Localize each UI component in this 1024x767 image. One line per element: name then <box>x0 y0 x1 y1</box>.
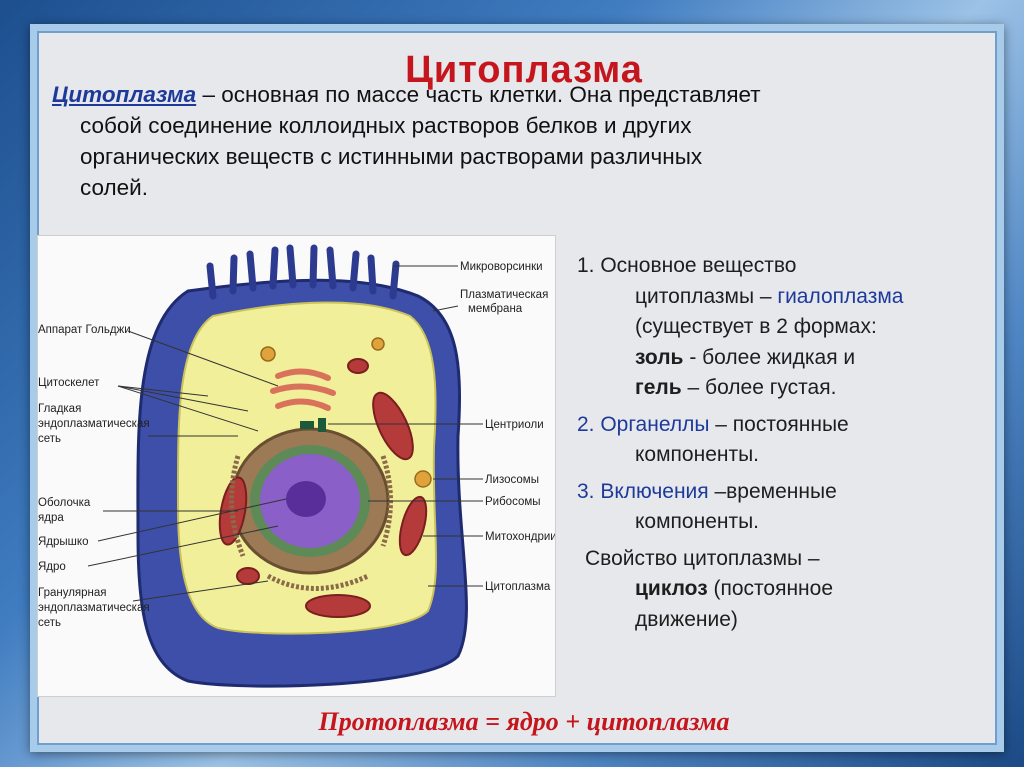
point-2-line-a: – постоянные <box>709 412 849 436</box>
point-1-line-b: цитоплазмы – <box>635 284 778 308</box>
point-2: 2. Органеллы – постоянные компоненты. <box>577 410 997 471</box>
term-hyaloplasm: гиалоплазма <box>777 284 904 308</box>
point-1-line-e: – более густая. <box>681 376 837 399</box>
intro-paragraph: Цитоплазма – основная по массе часть кле… <box>52 79 972 203</box>
point-2-line-b: компоненты. <box>635 443 760 466</box>
label-membrane1: Плазматическая <box>460 289 548 301</box>
points-list: 1. Основное вещество цитоплазмы – гиалоп… <box>577 251 997 641</box>
label-centriole: Центриоли <box>485 419 544 431</box>
label-microvilli: Микроворсинки <box>460 261 543 273</box>
label-rough-er1: Гранулярная <box>38 587 107 599</box>
term-sol: золь <box>635 345 684 369</box>
label-smooth-er2: эндоплазматическая <box>38 418 150 430</box>
intro-line2: собой соединение коллоидных растворов бе… <box>80 113 692 138</box>
label-nuclear-env1: Оболочка <box>38 497 91 509</box>
cell-diagram-svg: Микроворсинки Плазматическая мембрана Ап… <box>38 244 555 688</box>
point-4-line-a: Свойство цитоплазмы – <box>585 546 820 570</box>
cell-diagram: Микроворсинки Плазматическая мембрана Ап… <box>37 235 556 697</box>
intro-line3: органических веществ с истинными раствор… <box>80 144 703 169</box>
point-4: Свойство цитоплазмы – циклоз (постоянное… <box>577 544 997 636</box>
point-1-line-c: (существует в 2 формах: <box>635 315 877 338</box>
diagram-labels: Микроворсинки Плазматическая мембрана Ап… <box>38 261 555 629</box>
point-3: 3. Включения –временные компоненты. <box>577 477 997 538</box>
point-1: 1. Основное вещество цитоплазмы – гиалоп… <box>577 251 997 404</box>
term-gel: гель <box>635 376 682 399</box>
slide-title: Цитоплазма <box>405 49 643 91</box>
term-organelles: 2. Органеллы <box>577 412 710 436</box>
point-1-line-a: 1. Основное вещество <box>577 254 797 277</box>
label-rough-er3: сеть <box>38 617 61 629</box>
term-cyclosis: циклоз <box>635 577 708 600</box>
label-golgi: Аппарат Гольджи <box>38 324 131 336</box>
label-rough-er2: эндоплазматическая <box>38 602 150 614</box>
point-3-line-a: –временные <box>708 479 837 503</box>
lysosomes <box>260 337 432 488</box>
centrioles <box>300 418 326 432</box>
label-smooth-er1: Гладкая <box>38 403 81 415</box>
point-4-line-c: движение) <box>635 607 738 631</box>
label-lysosome: Лизосомы <box>485 474 539 486</box>
label-cytoplasm: Цитоплазма <box>485 581 551 593</box>
term-inclusions: 3. Включения <box>577 479 709 503</box>
label-membrane2: мембрана <box>468 303 523 315</box>
point-4-line-b: (постоянное <box>707 577 834 600</box>
label-nucleolus: Ядрышко <box>38 536 88 548</box>
nucleolus <box>286 481 326 517</box>
microvilli <box>206 244 400 300</box>
slide-frame: Цитоплазма Цитоплазма – основная по масс… <box>30 24 1004 752</box>
intro-line4: солей. <box>80 175 148 200</box>
footer-formula: Протоплазма = ядро + цитоплазма <box>318 707 730 736</box>
diagram-leader-lines <box>87 265 483 602</box>
label-nuclear-env2: ядра <box>38 512 64 524</box>
point-1-line-d: - более жидкая и <box>683 345 856 369</box>
intro-term: Цитоплазма <box>52 82 197 107</box>
golgi-apparatus <box>270 368 336 411</box>
intro-line1: – основная по массе часть клетки. Она пр… <box>196 82 761 107</box>
label-smooth-er3: сеть <box>38 433 61 445</box>
point-3-line-b: компоненты. <box>635 510 760 533</box>
label-ribosome: Рибосомы <box>485 496 541 508</box>
label-cytoskeleton: Цитоскелет <box>38 377 100 389</box>
label-mitochondria: Митохондрии <box>485 531 555 543</box>
label-nucleus: Ядро <box>38 561 66 573</box>
